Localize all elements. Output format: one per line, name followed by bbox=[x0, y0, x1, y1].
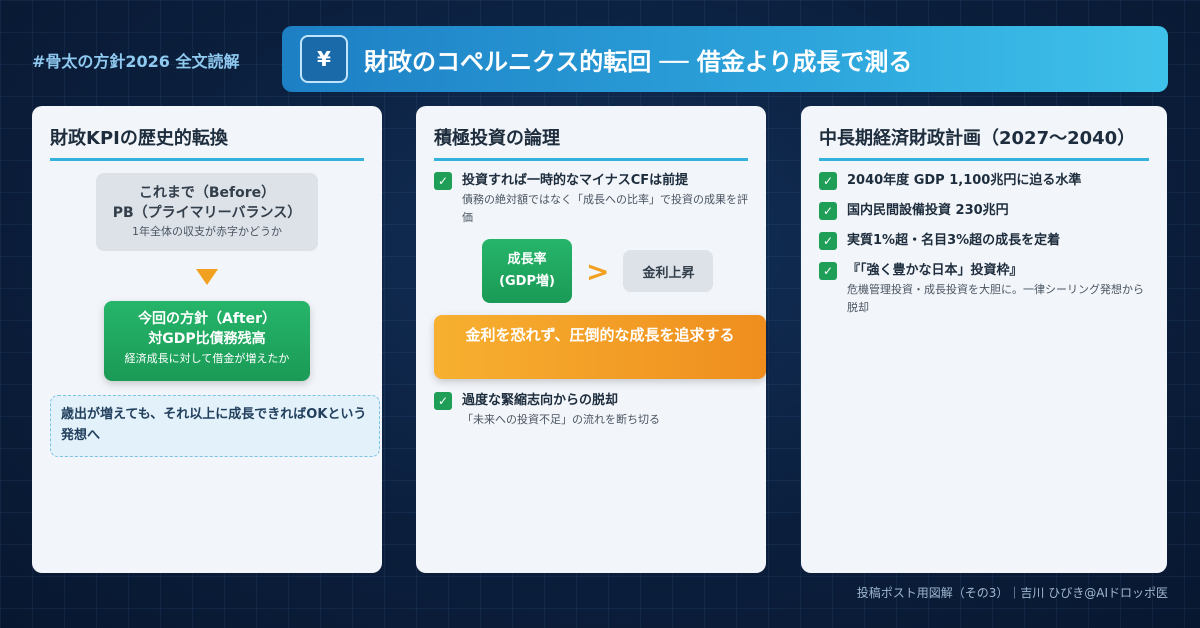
after-label: 今回の方針（After） bbox=[137, 311, 277, 327]
list-item: ✓ 2040年度 GDP 1,100兆円に迫る水準 bbox=[819, 171, 1149, 191]
list-item: ✓ 国内民間設備投資 230兆円 bbox=[819, 201, 1149, 221]
kpi-shift-card: 財政KPIの歴史的転換 これまで（Before） PB（プライマリーバランス） … bbox=[32, 106, 382, 573]
midterm-plan-card: 中長期経済財政計画（2027〜2040） ✓ 2040年度 GDP 1,100兆… bbox=[801, 106, 1167, 573]
yen-icon: ¥ bbox=[300, 35, 348, 83]
item-description: 債務の絶対額ではなく「成長への比率」で投資の成果を評価 bbox=[462, 193, 748, 224]
card-title: 中長期経済財政計画（2027〜2040） bbox=[819, 124, 1149, 161]
check-icon: ✓ bbox=[434, 172, 452, 190]
item-title: 過度な緊縮志向からの脱却 bbox=[462, 393, 619, 408]
growth-banner: 金利を恐れず、圧倒的な成長を追求する bbox=[434, 315, 766, 379]
footer-credit: 投稿ポスト用図解（その3）｜吉川 ひびき@AIドロッポ医 bbox=[856, 586, 1168, 600]
item-title: 2040年度 GDP 1,100兆円に迫る水準 bbox=[847, 173, 1082, 188]
item-title: 投資すれば一時的なマイナスCFは前提 bbox=[462, 173, 689, 188]
growth-vs-rate: 成長率 (GDP増) > 金利上昇 bbox=[434, 239, 748, 303]
list-item: ✓ 過度な緊縮志向からの脱却 「未来への投資不足」の流れを断ち切る bbox=[434, 391, 748, 429]
check-icon: ✓ bbox=[819, 232, 837, 250]
before-box: これまで（Before） PB（プライマリーバランス） 1年全体の収支が赤字かど… bbox=[96, 173, 318, 251]
greater-than-icon: > bbox=[586, 254, 610, 288]
investment-logic-card: 積極投資の論理 ✓ 投資すれば一時的なマイナスCFは前提 債務の絶対額ではなく「… bbox=[416, 106, 766, 573]
before-description: 1年全体の収支が赤字かどうか bbox=[132, 225, 282, 238]
check-icon: ✓ bbox=[819, 202, 837, 220]
growth-rate-box: 成長率 (GDP増) bbox=[482, 239, 572, 303]
card-title: 財政KPIの歴史的転換 bbox=[50, 124, 364, 161]
interest-rate-box: 金利上昇 bbox=[623, 250, 714, 292]
arrow-down-icon bbox=[196, 269, 218, 285]
after-metric: 対GDP比債務残高 bbox=[148, 331, 266, 347]
check-icon: ✓ bbox=[434, 392, 452, 410]
note-box: 歳出が増えても、それ以上に成長できればOKという発想へ bbox=[50, 395, 380, 457]
growth-rate-label: 成長率 bbox=[507, 252, 547, 267]
check-icon: ✓ bbox=[819, 172, 837, 190]
card-title: 積極投資の論理 bbox=[434, 124, 748, 161]
list-item: ✓ 投資すれば一時的なマイナスCFは前提 債務の絶対額ではなく「成長への比率」で… bbox=[434, 171, 748, 227]
after-description: 経済成長に対して借金が増えたか bbox=[124, 352, 290, 365]
item-title: 国内民間設備投資 230兆円 bbox=[847, 203, 1009, 218]
list-item: ✓ 『「強く豊かな日本」投資枠』 危機管理投資・成長投資を大胆に。一律シーリング… bbox=[819, 261, 1149, 317]
item-description: 「未来への投資不足」の流れを断ち切る bbox=[462, 413, 660, 426]
item-title: 実質1%超・名目3%超の成長を定着 bbox=[847, 233, 1061, 248]
before-metric: PB（プライマリーバランス） bbox=[112, 205, 302, 221]
title-banner: ¥ 財政のコペルニクス的転回 ── 借金より成長で測る bbox=[282, 26, 1168, 92]
list-item: ✓ 実質1%超・名目3%超の成長を定着 bbox=[819, 231, 1149, 251]
item-description: 危機管理投資・成長投資を大胆に。一律シーリング発想から脱却 bbox=[847, 283, 1144, 314]
before-label: これまで（Before） bbox=[138, 185, 276, 201]
growth-rate-sub: (GDP増) bbox=[499, 274, 555, 289]
check-icon: ✓ bbox=[819, 262, 837, 280]
item-title: 『「強く豊かな日本」投資枠』 bbox=[847, 263, 1023, 278]
hashtag-label: #骨太の方針2026 全文読解 bbox=[32, 52, 240, 71]
after-box: 今回の方針（After） 対GDP比債務残高 経済成長に対して借金が増えたか bbox=[104, 301, 310, 381]
page-title: 財政のコペルニクス的転回 ── 借金より成長で測る bbox=[364, 47, 913, 76]
